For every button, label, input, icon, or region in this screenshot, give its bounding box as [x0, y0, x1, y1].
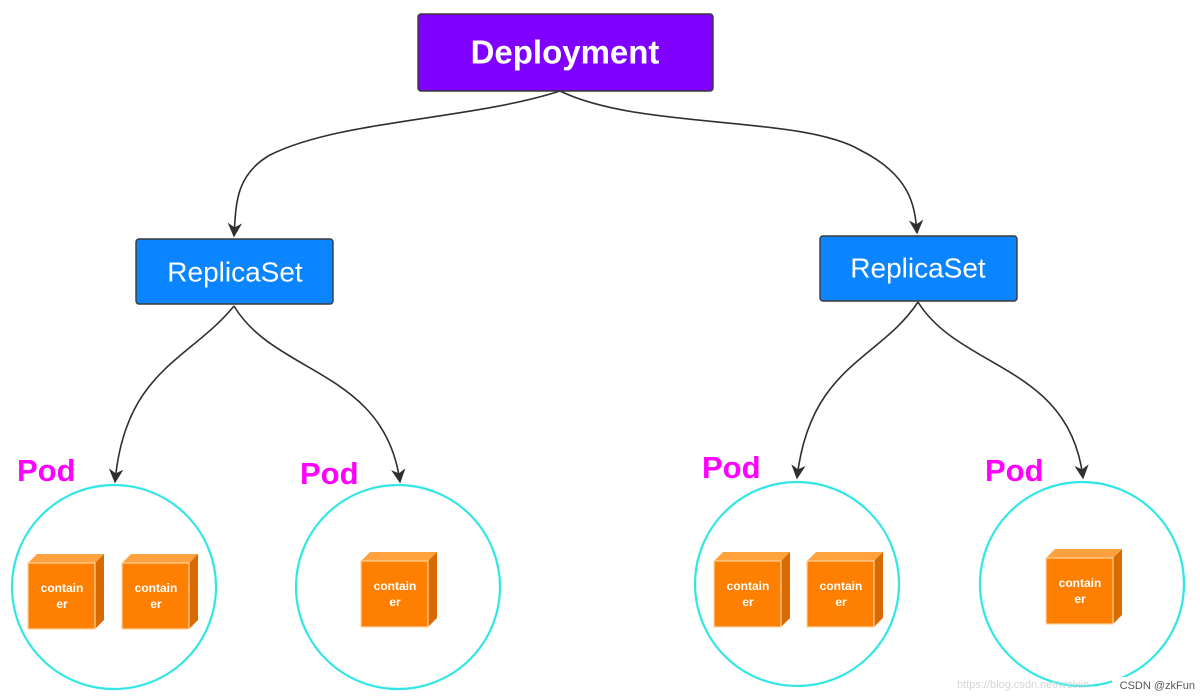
replicaset-label: ReplicaSet [850, 253, 986, 284]
container-cube: contain er [806, 552, 883, 628]
replicaset-node-1: ReplicaSet [135, 238, 334, 305]
pod-circle [294, 483, 502, 691]
cube-top-face [28, 554, 104, 563]
container-label-line-1: contain [135, 581, 178, 595]
container-cube: contain er [713, 552, 790, 628]
container-cube: contain er [27, 554, 104, 630]
cube-top-face [1046, 549, 1122, 558]
replicaset-node-2: ReplicaSet [819, 235, 1018, 302]
replicaset-box [135, 238, 334, 305]
deployment-label: Deployment [471, 34, 660, 71]
container-label-line-1: contain [727, 579, 770, 593]
cube-front-face [713, 560, 782, 628]
watermark-backdrop [1112, 677, 1198, 693]
container-label-line-2: er [835, 595, 847, 609]
pod-label: Pod [702, 450, 761, 485]
replicaset-box [819, 235, 1018, 302]
cube-front-face [360, 560, 429, 628]
cube-front-face [1045, 557, 1114, 625]
cube-top-face [714, 552, 790, 561]
cube-top-face [807, 552, 883, 561]
cube-side-face [428, 552, 437, 627]
edge-replicaset-2-to-pod-1 [791, 301, 919, 480]
cube-side-face [1113, 549, 1122, 624]
pod-label: Pod [985, 453, 1044, 488]
cube-top-face [361, 552, 437, 561]
cube-top-face [122, 554, 198, 563]
container-label-line-2: er [150, 597, 162, 611]
pod-label: Pod [17, 453, 76, 488]
edge-replicaset-1-to-pod-1 [108, 305, 235, 484]
container-label-line-1: contain [41, 581, 84, 595]
pod-label: Pod [300, 456, 359, 491]
connectors [108, 90, 1089, 484]
watermark-faint: https://blog.csdn.net/weixin [957, 679, 1089, 691]
edge-replicaset-2-to-pod-2 [917, 301, 1089, 480]
pod-circle [978, 480, 1186, 688]
container-label-line-2: er [389, 595, 401, 609]
edge-deployment-to-replicaset-1 [227, 90, 561, 238]
container-label-line-2: er [56, 597, 68, 611]
container-label-line-1: contain [820, 579, 863, 593]
edge-deployment-to-replicaset-2 [559, 90, 924, 235]
container-label-line-1: contain [1059, 576, 1102, 590]
pod-circle [10, 483, 218, 691]
container-cube: contain er [121, 554, 198, 630]
cube-front-face [806, 560, 875, 628]
container-cube: contain er [360, 552, 437, 628]
cube-side-face [189, 554, 198, 629]
deployment-box [417, 13, 714, 92]
cube-side-face [781, 552, 790, 627]
replicaset-label: ReplicaSet [167, 257, 303, 288]
cube-side-face [95, 554, 104, 629]
container-label-line-2: er [1074, 592, 1086, 606]
deployment-node: Deployment [417, 13, 714, 92]
cube-front-face [27, 562, 96, 630]
edge-replicaset-1-to-pod-2 [233, 305, 406, 484]
container-cube: contain er [1045, 549, 1122, 625]
cube-side-face [874, 552, 883, 627]
container-label-line-2: er [742, 595, 754, 609]
container-label-line-1: contain [374, 579, 417, 593]
watermark-credit: CSDN @zkFun [1120, 680, 1195, 692]
pod-circle [693, 480, 901, 688]
cube-front-face [121, 562, 190, 630]
